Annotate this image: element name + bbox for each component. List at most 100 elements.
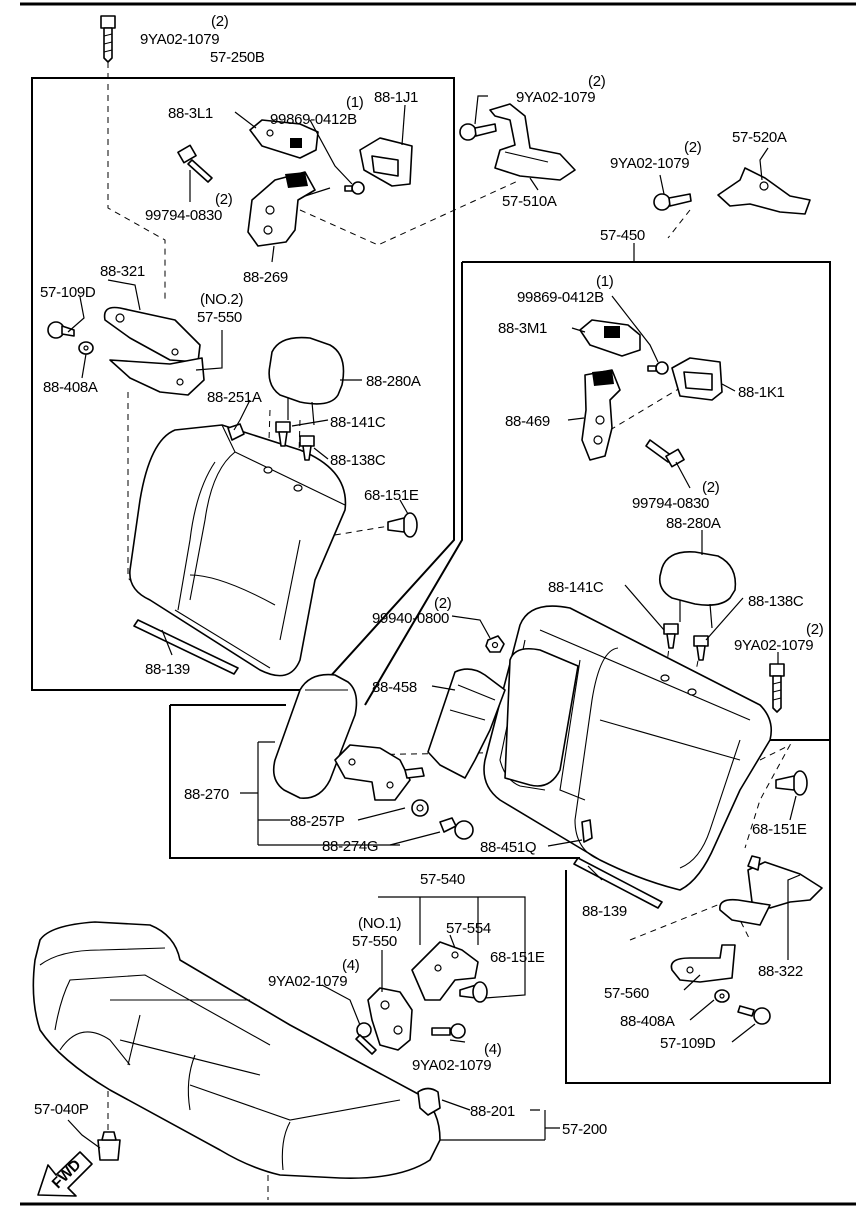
bolt-510-mid (459, 123, 497, 141)
callout-9ya02-1079-540b: 9YA02-1079 (412, 1057, 491, 1074)
seat-cushion (32, 921, 441, 1179)
callout-99940-0800: 99940-0800 (372, 610, 449, 627)
callout-57-520a: 57-520A (732, 129, 787, 146)
armrest-bracket (334, 744, 425, 801)
callout-88-321: 88-321 (100, 263, 145, 280)
lock-269 (247, 171, 331, 247)
callout-88-408a-left: 88-408A (43, 379, 98, 396)
left-seatback (129, 424, 347, 677)
callout-88-138c-left: 88-138C (330, 452, 386, 469)
callout-57-550a: 57-550 (197, 309, 242, 326)
callout-68-151e-540: 68-151E (490, 949, 545, 966)
callout-88-274g: 88-274G (322, 838, 378, 855)
bolt-520-r (653, 193, 692, 211)
left-seatback-frame (31, 77, 455, 691)
bracket-520a (717, 167, 811, 215)
bolt-540-left (355, 1022, 377, 1055)
screw-0412b-left (344, 181, 365, 195)
assembly-line-right-lock (609, 387, 681, 431)
screw-0412b-right (647, 361, 669, 375)
fwd-arrow: FWD (37, 1151, 93, 1197)
clip-151e-540 (459, 981, 488, 1003)
callout-88-270: 88-270 (184, 786, 229, 803)
callout-57-250b: 57-250B (210, 49, 265, 66)
callout-9ya02-1079-r: 9YA02-1079 (610, 155, 689, 172)
assembly-line-520-450 (667, 209, 691, 239)
assembly-line-cushion (107, 1080, 269, 1200)
guide-138c-right (693, 635, 709, 661)
callout-88-257p: 88-257P (290, 813, 345, 830)
armrest-270 (272, 673, 358, 799)
leader-lines (67, 95, 801, 1149)
pin-109d-left (47, 321, 75, 339)
callout-88-141c-right: 88-141C (548, 579, 604, 596)
clip-151e-left (387, 512, 418, 538)
assembly-line-top-bolt (107, 62, 166, 300)
callout-99794-0830-r: 99794-0830 (632, 495, 709, 512)
callout-57-550b: 57-550 (352, 933, 397, 950)
assembly-line-lock-510 (299, 179, 521, 246)
callout-68-151e-left: 68-151E (364, 487, 419, 504)
bracket-550-no1 (367, 987, 413, 1051)
pin-109d-right (737, 1005, 771, 1025)
guide-251a (227, 423, 245, 441)
bracket-560 (670, 944, 736, 983)
trim-strip-right (573, 857, 663, 909)
nut-408a-right (714, 989, 730, 1003)
callout-88-3l1: 88-3L1 (168, 105, 213, 122)
callout-q-screw-left: (1) (346, 94, 364, 111)
hook-451q (581, 819, 593, 843)
callout-68-151e-right: 68-151E (752, 821, 807, 838)
callout-q-bolt-far: (2) (806, 621, 824, 638)
bracket-510a (489, 103, 576, 181)
headrest-right (658, 551, 737, 629)
callout-88-141c-left: 88-141C (330, 414, 386, 431)
callout-no1: (NO.1) (358, 915, 402, 932)
callout-88-469: 88-469 (505, 413, 550, 430)
callout-88-269: 88-269 (243, 269, 288, 286)
callout-9ya02-1079-540: 9YA02-1079 (268, 973, 347, 990)
guide-141c-right (663, 623, 679, 649)
callout-57-109d-right: 57-109D (660, 1035, 716, 1052)
cover-1j1 (359, 137, 413, 187)
guide-138c-left (299, 435, 315, 461)
callout-q-bolt-540b: (4) (484, 1041, 502, 1058)
callout-88-251a: 88-251A (207, 389, 262, 406)
bolt-top (100, 15, 116, 63)
bolt-0830-left (177, 144, 213, 183)
callout-q-screw-r: (1) (596, 273, 614, 290)
callout-88-451q: 88-451Q (480, 839, 536, 856)
callout-88-408a-right: 88-408A (620, 1013, 675, 1030)
bolt-far-right (769, 663, 785, 713)
trim-panel-458 (427, 668, 506, 779)
hinge-3l1 (249, 119, 319, 159)
callout-q-bolt-lb: (2) (215, 191, 233, 208)
callout-q-nut: (2) (434, 595, 452, 612)
right-frame-connector (364, 262, 463, 706)
hook-201 (417, 1087, 441, 1116)
callout-57-450: 57-450 (600, 227, 645, 244)
callout-q-bolt-r: (2) (684, 139, 702, 156)
trim-strip-left (133, 619, 239, 675)
callout-88-280a-left: 88-280A (366, 373, 421, 390)
callout-q-bolt-540: (4) (342, 957, 360, 974)
clip-040p (97, 1131, 121, 1161)
hinge-3m1 (579, 319, 641, 357)
callout-88-322: 88-322 (758, 963, 803, 980)
callout-99869-0412b-left: 99869-0412B (270, 111, 357, 128)
callout-bolt-top: 9YA02-1079 (140, 31, 219, 48)
bracket-550-no2 (109, 357, 205, 396)
callout-9ya02-1079-mid: 9YA02-1079 (516, 89, 595, 106)
center-frame (169, 704, 580, 859)
lock-469 (581, 369, 621, 461)
callout-q-top: (2) (211, 13, 229, 30)
callout-q-bolt-rb: (2) (702, 479, 720, 496)
callout-57-200: 57-200 (562, 1121, 607, 1138)
callout-88-201: 88-201 (470, 1103, 515, 1120)
bracket-554 (411, 941, 479, 1001)
assembly-line-clip-l (304, 524, 396, 541)
callout-88-280a-right: 88-280A (666, 515, 721, 532)
callout-57-560: 57-560 (604, 985, 649, 1002)
nut-408a-left (78, 341, 94, 355)
